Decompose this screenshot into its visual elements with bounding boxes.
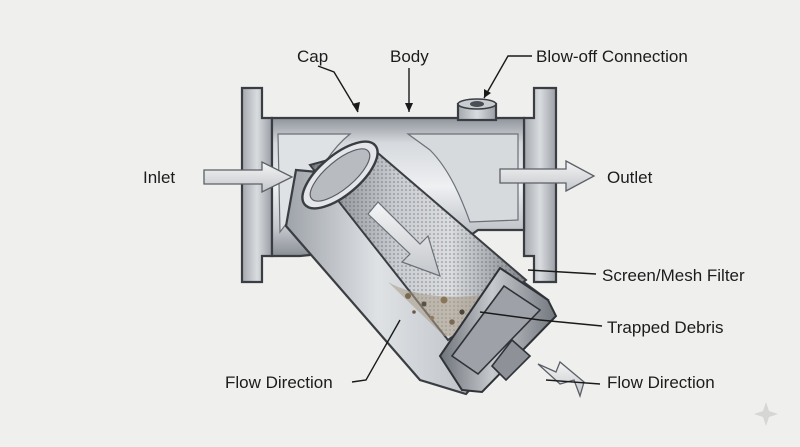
label-inlet: Inlet — [143, 168, 175, 187]
label-trapped-debris: Trapped Debris — [607, 318, 724, 337]
sparkle-icon — [754, 402, 778, 426]
leader-lines — [317, 55, 603, 385]
label-screen-mesh-filter: Screen/Mesh Filter — [602, 266, 745, 285]
label-blowoff-connection: Blow-off Connection — [536, 47, 688, 66]
outlet-flange — [522, 86, 558, 284]
drain-plug — [490, 338, 532, 382]
inlet-arrow-icon — [203, 160, 294, 194]
end-cap — [438, 266, 558, 394]
internal-flow-arrow — [367, 201, 441, 277]
label-outlet: Outlet — [607, 168, 653, 187]
label-flow-direction-left: Flow Direction — [225, 373, 333, 392]
label-cap: Cap — [297, 47, 328, 66]
blowoff-boss — [456, 98, 498, 122]
outlet-arrow-icon — [499, 159, 596, 193]
pipe-cavity-right — [406, 133, 519, 223]
label-flow-direction-right: Flow Direction — [607, 373, 715, 392]
screen-mesh-filter — [301, 140, 528, 342]
flow-direction-arrow-icon — [537, 360, 585, 399]
label-body: Body — [390, 47, 429, 66]
